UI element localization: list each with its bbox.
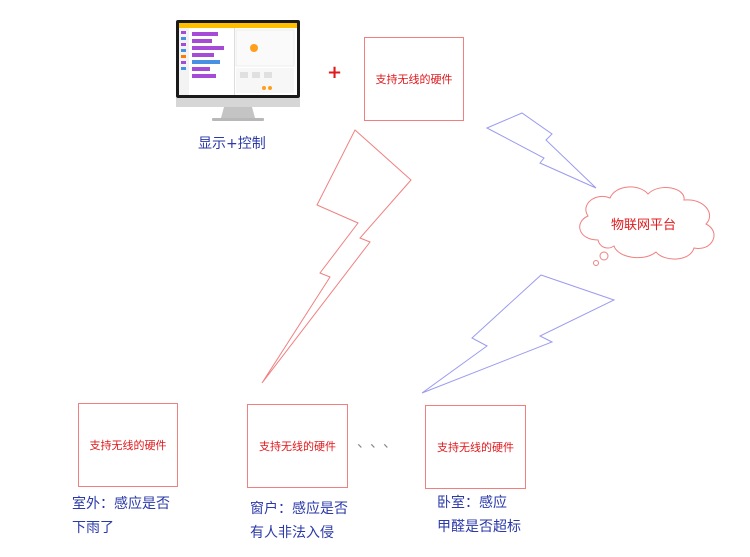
computer-caption: 显示+控制 bbox=[198, 136, 266, 152]
lightning-bolt-icon bbox=[485, 112, 597, 189]
lightning-bolt-icon bbox=[421, 274, 616, 394]
device-box-outdoor: 支持无线的硬件 bbox=[78, 403, 178, 487]
caption-line: 有人非法入侵 bbox=[250, 525, 334, 541]
ellipsis-separator: 、、、 bbox=[357, 435, 403, 451]
cloud-label: 物联网平台 bbox=[611, 218, 677, 233]
plus-sign: + bbox=[327, 62, 343, 83]
caption-line: 下雨了 bbox=[72, 520, 114, 536]
caption-line: 卧室：感应 bbox=[437, 495, 507, 511]
hardware-label: 支持无线的硬件 bbox=[375, 73, 453, 86]
device-box-window: 支持无线的硬件 bbox=[247, 404, 348, 488]
cloud-icon bbox=[579, 186, 715, 266]
caption-line: 窗户：感应是否 bbox=[250, 501, 348, 517]
computer-monitor-image bbox=[172, 18, 304, 122]
device-caption-outdoor: 室外：感应是否 下雨了 bbox=[72, 492, 170, 540]
device-caption-window: 窗户：感应是否 有人非法入侵 bbox=[250, 497, 348, 545]
caption-line: 甲醛是否超标 bbox=[437, 519, 521, 535]
caption-line: 室外：感应是否 bbox=[72, 496, 170, 512]
device-caption-bedroom: 卧室：感应 甲醛是否超标 bbox=[437, 491, 521, 539]
device-label: 支持无线的硬件 bbox=[89, 439, 167, 452]
hardware-box-main: 支持无线的硬件 bbox=[364, 37, 464, 121]
device-box-bedroom: 支持无线的硬件 bbox=[425, 405, 526, 489]
device-label: 支持无线的硬件 bbox=[259, 440, 336, 453]
lightning-bolt-icon bbox=[261, 129, 412, 384]
device-label: 支持无线的硬件 bbox=[437, 441, 514, 454]
